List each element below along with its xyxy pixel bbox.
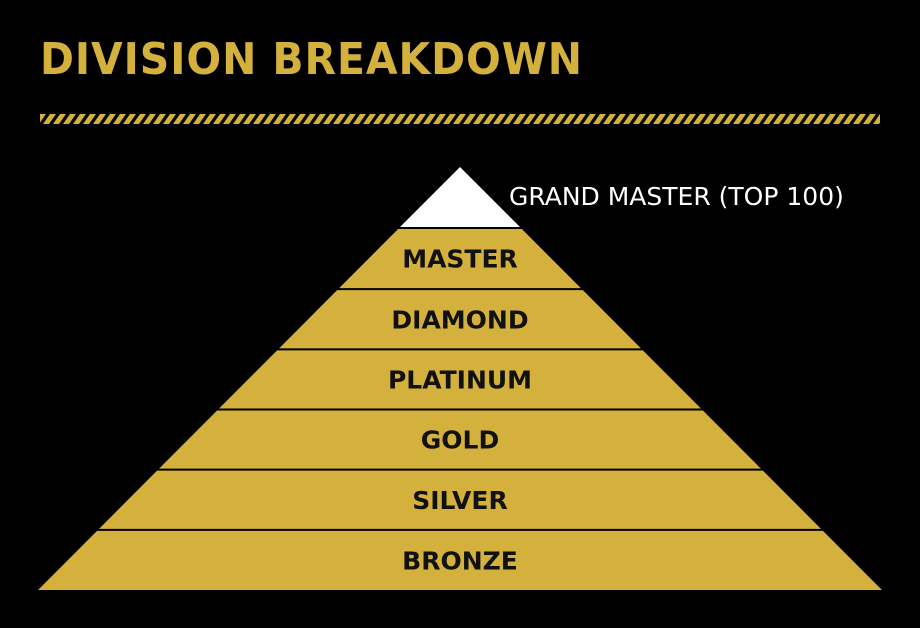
tier-master-label: MASTER [402,245,518,274]
grand-master-label: GRAND MASTER (TOP 100) [509,182,844,211]
tier-master-band [339,229,581,289]
tier-gold-label: GOLD [421,426,499,455]
tier-silver-band [99,470,821,529]
tier-gold-band [159,410,761,469]
tier-bronze-label: BRONZE [402,546,518,575]
grand-master-apex [400,167,520,227]
tier-diamond-band [279,290,641,349]
hazard-stripe-divider [40,114,880,124]
page-title: DIVISION BREAKDOWN [40,34,583,85]
tier-platinum-label: PLATINUM [388,365,532,394]
tier-platinum-band [219,350,701,409]
tier-silver-label: SILVER [412,486,507,515]
tier-diamond-label: DIAMOND [391,305,528,334]
tier-bronze-band [38,530,882,590]
